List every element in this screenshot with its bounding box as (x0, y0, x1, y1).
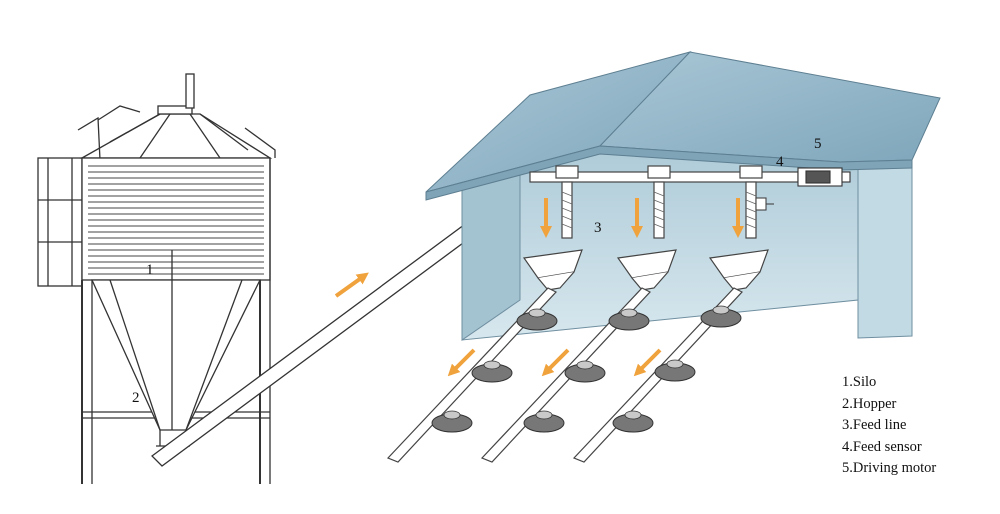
line-arrow-2 (541, 348, 570, 377)
legend-item-hopper: 2.Hopper (842, 395, 897, 412)
legend-item-silo: 1.Silo (842, 374, 877, 390)
label-hopper: 2 (132, 390, 140, 406)
label-driving-motor: 5 (814, 136, 822, 152)
flow-arrows (334, 198, 744, 377)
silo-side-panel (37, 157, 83, 287)
legend-item-feed-line: 3.Feed line (842, 417, 907, 433)
pan-feeders (431, 308, 742, 433)
line-arrow-3 (633, 348, 662, 377)
conveyor-flow-arrow (334, 272, 369, 298)
drop-tube-springs (561, 191, 757, 229)
legend-item-driving-motor: 5.Driving motor (842, 460, 937, 476)
feed-pans (522, 249, 769, 291)
label-feed-sensor: 4 (776, 154, 784, 170)
silo-ribs (88, 165, 264, 275)
barn-right-wall (857, 147, 913, 339)
feed-sensor (755, 197, 774, 211)
legend-item-feed-sensor: 4.Feed sensor (842, 438, 922, 455)
pan-feeder-caps (443, 305, 730, 420)
silo-roof (79, 113, 273, 159)
barn (425, 51, 941, 341)
label-feed-line: 3 (594, 220, 602, 236)
label-silo: 1 (146, 262, 154, 278)
driving-motor (797, 167, 851, 187)
silo (37, 73, 276, 484)
legend: 1.Silo 2.Hopper 3.Feed line 4.Feed senso… (842, 372, 936, 480)
line-arrow-1 (447, 348, 476, 377)
